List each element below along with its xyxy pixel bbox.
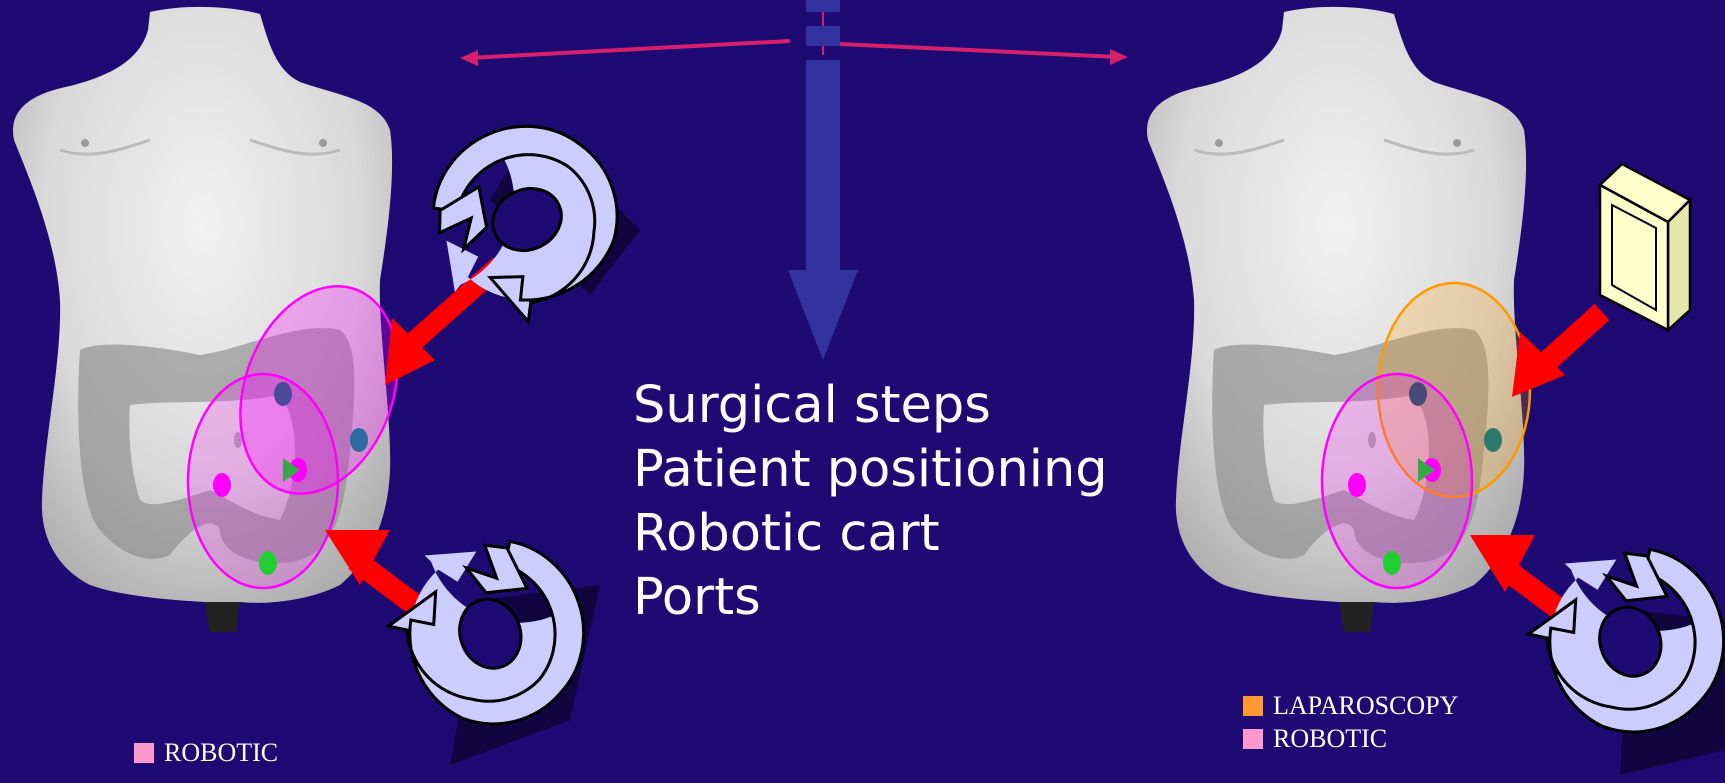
legend-label: ROBOTIC [1273, 724, 1387, 754]
legend-swatch [1243, 729, 1263, 749]
slide-bullet-list: Surgical steps Patient positioning Robot… [633, 374, 1108, 630]
top-connector [460, 0, 1128, 66]
list-item: Robotic cart [633, 502, 1108, 566]
legend-label: LAPAROSCOPY [1273, 691, 1458, 721]
legend-swatch [134, 743, 154, 763]
legend-left: ROBOTIC [134, 736, 278, 769]
list-item: Surgical steps [633, 374, 1108, 438]
list-item: Patient positioning [633, 438, 1108, 502]
legend-swatch [1243, 696, 1263, 716]
legend-label: ROBOTIC [164, 738, 278, 768]
legend-right: LAPAROSCOPY ROBOTIC [1243, 689, 1458, 755]
list-item: Ports [633, 566, 1108, 630]
legend-entry-robotic: ROBOTIC [1243, 722, 1458, 755]
legend-entry-robotic: ROBOTIC [134, 736, 278, 769]
laparoscopy-tower-icon [1600, 164, 1690, 330]
legend-entry-laparoscopy: LAPAROSCOPY [1243, 689, 1458, 722]
rotation-arrows-icon [370, 511, 609, 765]
rotation-arrows-icon [1510, 519, 1725, 775]
